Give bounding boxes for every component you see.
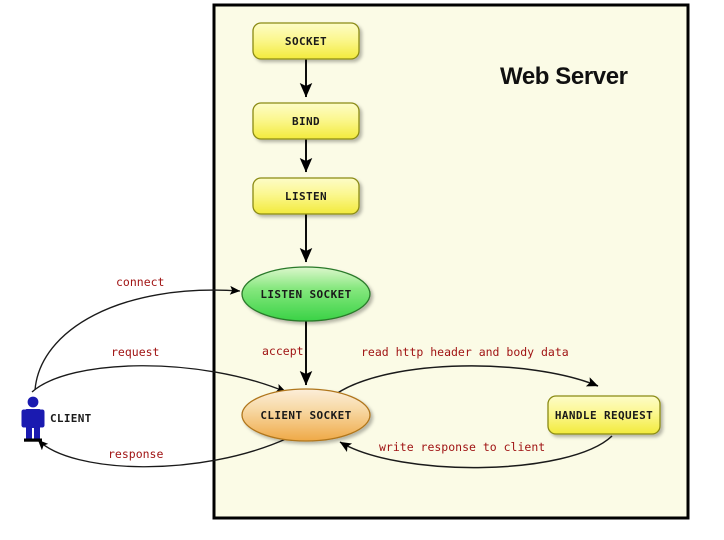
page-title: Web Server xyxy=(500,63,628,90)
node-handle-request[interactable] xyxy=(547,395,661,435)
node-listen-socket[interactable] xyxy=(241,266,371,322)
edge-read-http xyxy=(335,365,599,395)
node-client-socket[interactable] xyxy=(241,388,371,442)
edge-write-response xyxy=(339,435,613,469)
node-bind[interactable] xyxy=(252,102,360,140)
client-actor-icon[interactable] xyxy=(21,396,45,442)
client-actor-label: CLIENT xyxy=(50,412,92,425)
edge-request xyxy=(31,365,287,393)
node-listen[interactable] xyxy=(252,177,360,215)
edge-connect xyxy=(34,285,241,391)
edge-response xyxy=(37,437,289,468)
node-socket[interactable] xyxy=(252,22,360,60)
